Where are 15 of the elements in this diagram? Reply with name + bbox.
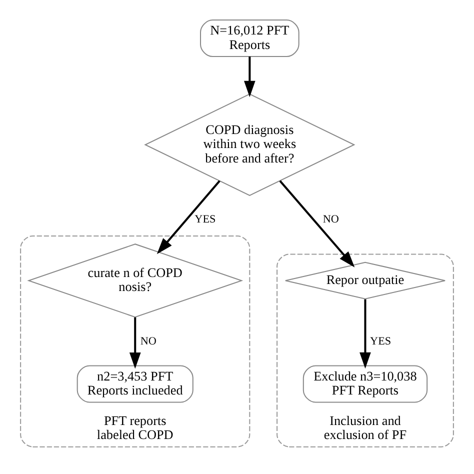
node-box: Exclude n3=10,038 PFT Reports xyxy=(302,364,428,402)
arrow xyxy=(360,298,371,368)
edge-label: NO xyxy=(140,334,156,347)
node-diamond: Repor outpatie xyxy=(284,261,446,299)
edge-label: YES xyxy=(194,213,216,226)
node-box: n2=3,453 PFT Reports inclueded xyxy=(76,364,194,402)
node-diamond: COPD diagnosis within two weeks before and after? xyxy=(144,93,356,196)
arrow xyxy=(279,180,355,267)
edge-label: YES xyxy=(370,334,392,347)
arrow xyxy=(156,180,220,254)
edge-label: NO xyxy=(322,213,339,226)
node-box: N=16,012 PFT Reports xyxy=(200,19,300,57)
arrow xyxy=(244,56,256,97)
arrow xyxy=(129,316,141,368)
node-diamond: curate n of COPD nosis? xyxy=(27,243,244,318)
